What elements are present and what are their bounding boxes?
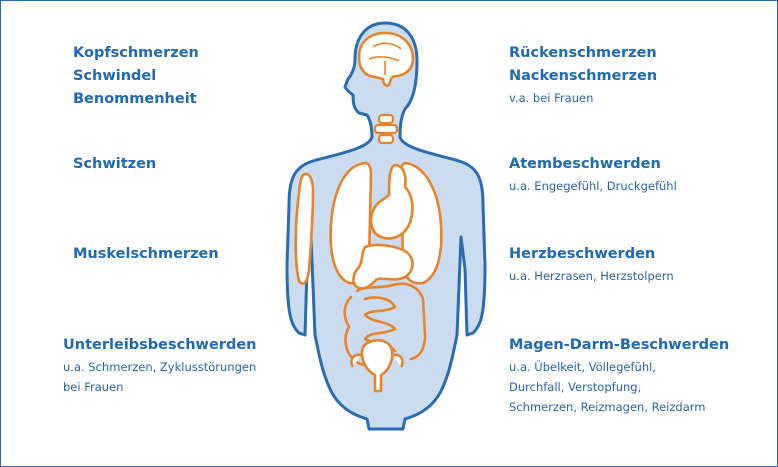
symptom-magen-darm-beschwerden: Magen-Darm-Beschwerden — [509, 334, 729, 357]
symptom-detail: bei Frauen — [63, 377, 256, 397]
symptom-detail: u.a. Engegefühl, Druckgefühl — [509, 176, 677, 196]
symptom-group-sweat: Schwitzen — [73, 153, 156, 176]
symptom-benommenheit: Benommenheit — [73, 88, 199, 111]
symptom-group-breath: Atembeschwerden u.a. Engegefühl, Druckge… — [509, 153, 677, 196]
symptom-group-gut: Magen-Darm-Beschwerden u.a. Übelkeit, Vö… — [509, 334, 729, 417]
muscle-icon — [296, 174, 313, 284]
symptom-group-head: Kopfschmerzen Schwindel Benommenheit — [73, 42, 199, 111]
symptom-detail: Durchfall, Verstopfung, — [509, 377, 729, 397]
symptom-muskelschmerzen: Muskelschmerzen — [73, 243, 219, 266]
symptom-kopfschmerzen: Kopfschmerzen — [73, 42, 199, 65]
symptom-group-muscle: Muskelschmerzen — [73, 243, 219, 266]
symptom-schwitzen: Schwitzen — [73, 153, 156, 176]
symptom-group-back: Rückenschmerzen Nackenschmerzen v.a. bei… — [509, 42, 657, 108]
symptom-atembeschwerden: Atembeschwerden — [509, 153, 677, 176]
human-body-figure — [273, 15, 503, 440]
symptom-detail: u.a. Schmerzen, Zyklusstörungen — [63, 357, 256, 377]
symptom-detail: u.a. Übelkeit, Völlegefühl, — [509, 357, 729, 377]
spine-icon — [375, 115, 397, 143]
symptom-schwindel: Schwindel — [73, 65, 199, 88]
symptom-detail: v.a. bei Frauen — [509, 88, 657, 108]
symptom-herzbeschwerden: Herzbeschwerden — [509, 243, 674, 266]
symptom-unterleibsbeschwerden: Unterleibsbeschwerden — [63, 334, 256, 357]
symptom-group-abdomen: Unterleibsbeschwerden u.a. Schmerzen, Zy… — [63, 334, 256, 397]
symptom-detail: Schmerzen, Reizmagen, Reizdarm — [509, 397, 729, 417]
symptom-rueckenschmerzen: Rückenschmerzen — [509, 42, 657, 65]
symptom-nackenschmerzen: Nackenschmerzen — [509, 65, 657, 88]
symptom-detail: u.a. Herzrasen, Herzstolpern — [509, 266, 674, 286]
symptom-group-heart: Herzbeschwerden u.a. Herzrasen, Herzstol… — [509, 243, 674, 286]
